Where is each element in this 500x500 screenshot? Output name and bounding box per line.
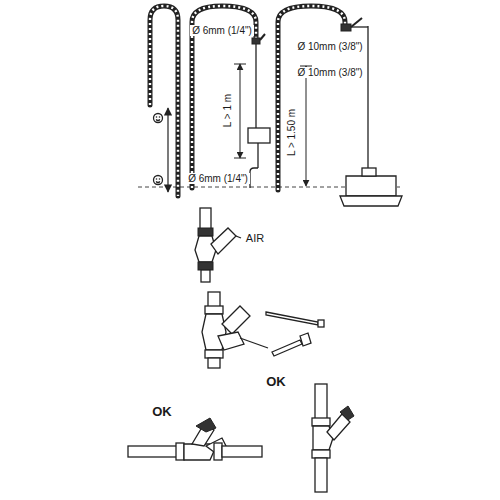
discharge-hose-middle-part	[250, 168, 258, 188]
drain-tube-left	[150, 6, 178, 196]
valve-mounting-part	[240, 338, 268, 348]
valve-horizontal-part	[214, 443, 222, 460]
tube-size-label: Ø 10mm (3/8")	[295, 67, 364, 78]
valve-mounting	[202, 292, 268, 368]
smiley-icon-part	[156, 182, 160, 183]
pump-tank-part	[362, 168, 376, 176]
screw	[272, 333, 311, 356]
valve-vertical-part	[312, 450, 330, 458]
cable-tie	[266, 312, 324, 327]
discharge-hose-middle-part	[257, 143, 258, 168]
valve-mounting-part	[205, 350, 223, 358]
smiley-icon-part	[156, 178, 158, 180]
pump-tank-part	[340, 196, 402, 206]
tube-size-label: Ø 10mm (3/8")	[295, 41, 364, 52]
tube-size-label: Ø 6mm (1/4")	[190, 25, 254, 36]
air-valve-part	[200, 208, 211, 230]
drain-tube-left-part	[150, 6, 178, 196]
valve-vertical-part	[312, 418, 330, 426]
pump-tank	[340, 168, 402, 206]
dimension-line-part	[234, 64, 246, 65]
air-valve-part	[198, 228, 213, 236]
drain-tube-right-part	[278, 6, 345, 190]
valve-vertical	[312, 384, 354, 492]
air-valve-part	[201, 270, 210, 282]
smiley-icon-part	[159, 178, 161, 180]
air-valve-part	[198, 262, 213, 270]
valve-mounting-part	[222, 306, 250, 334]
valve-horizontal-part	[176, 443, 184, 460]
pump-small	[248, 128, 270, 143]
valve-horizontal-part	[196, 418, 216, 432]
dimension-line-part	[306, 66, 307, 186]
cable-tie-part	[266, 312, 318, 325]
smiley-icon-part	[156, 116, 158, 118]
anti-siphon-valve-small-part	[252, 38, 260, 44]
air-valve	[195, 208, 241, 282]
smiley-icon	[154, 114, 163, 185]
discharge-hose-right-part	[351, 26, 368, 27]
pump-small-part	[248, 128, 270, 143]
valve-vertical-part	[315, 384, 327, 420]
valve-horizontal-part	[222, 446, 262, 457]
discharge-hose-right-part	[367, 26, 368, 176]
tube-size-label: Ø 6mm (1/4")	[186, 173, 250, 184]
air-valve-part	[211, 228, 236, 254]
dimension-label: L > 1.50 m	[286, 106, 297, 157]
smiley-icon-part	[154, 114, 163, 123]
discharge-hose-middle	[250, 44, 258, 188]
part-label: AIR	[244, 232, 266, 244]
discharge-hose-middle-part	[255, 44, 256, 128]
height-arrow-part	[167, 108, 168, 192]
dimension-line	[300, 66, 312, 186]
dimension-line-part	[234, 158, 246, 159]
ok-label: OK	[264, 375, 288, 389]
smiley-icon-part	[156, 120, 160, 121]
air-valve-part	[195, 236, 216, 262]
dimension-label: L > 1 m	[222, 91, 233, 128]
drain-tube-left-part	[150, 6, 178, 196]
height-arrow	[168, 108, 169, 192]
anti-siphon-valve-small	[252, 34, 265, 44]
ok-label: OK	[150, 405, 174, 419]
valve-vertical-part	[340, 406, 354, 420]
smiley-icon-part	[154, 176, 163, 185]
anti-siphon-valve-large-part	[351, 18, 362, 27]
air-valve-part	[236, 236, 241, 238]
valve-mounting-part	[218, 332, 244, 350]
valve-mounting-part	[208, 358, 220, 368]
valve-horizontal	[128, 418, 262, 460]
screw-part	[300, 333, 311, 346]
dimension-line	[234, 64, 246, 158]
valve-mounting-part	[205, 306, 223, 314]
valve-horizontal-part	[128, 446, 180, 457]
valve-vertical-part	[315, 458, 327, 492]
drain-tube-right-part	[278, 6, 345, 190]
screw-part	[272, 340, 302, 356]
anti-siphon-valve-small-part	[260, 34, 265, 40]
cable-tie-part	[318, 320, 324, 327]
anti-siphon-valve-large	[341, 18, 362, 31]
anti-siphon-valve-large-part	[341, 24, 351, 31]
dimension-line-part	[240, 64, 241, 158]
drain-tube-right	[278, 6, 345, 190]
smiley-icon-part	[159, 116, 161, 118]
pump-tank-part	[346, 176, 396, 196]
